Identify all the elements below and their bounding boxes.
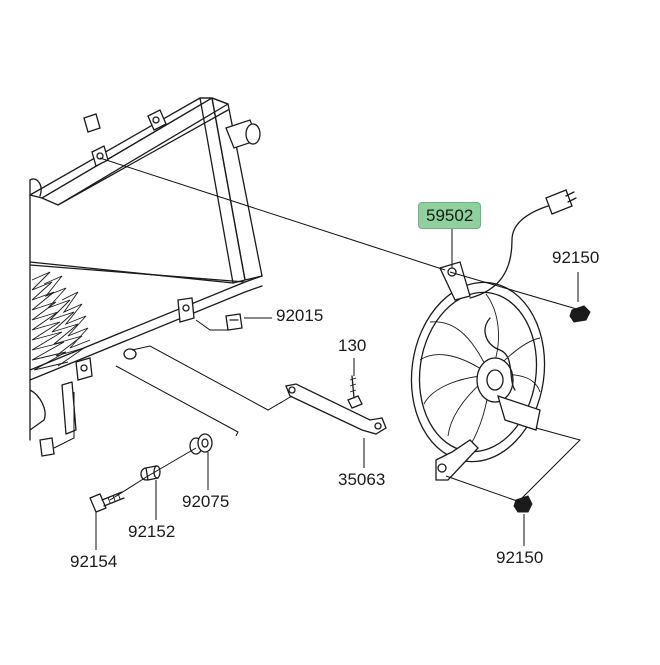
label-collar[interactable]: 92152: [128, 522, 176, 541]
label-bolt-long[interactable]: 92154: [70, 552, 118, 571]
bolt-130: [347, 375, 363, 409]
radiator-fins: [31, 271, 91, 371]
clip-92015: [225, 313, 243, 331]
label-bolt-130[interactable]: 130: [338, 336, 367, 355]
label-clip-radiator[interactable]: 92015: [276, 306, 324, 325]
label-nut-lower[interactable]: 92150: [496, 548, 544, 567]
bolt-92154: [89, 491, 125, 513]
leader-lines: [53, 157, 581, 550]
label-fan-assembly[interactable]: 59502: [418, 202, 482, 229]
fan-assembly: [410, 189, 577, 481]
radiator: [29, 97, 263, 457]
nut-upper: [569, 305, 591, 323]
label-bracket[interactable]: 35063: [338, 470, 386, 489]
bracket: [285, 383, 387, 435]
label-nut-upper[interactable]: 92150: [552, 248, 600, 267]
nut-lower: [513, 495, 533, 513]
grommet-92075: [189, 433, 213, 455]
collar-92152: [140, 465, 161, 481]
label-grommet[interactable]: 92075: [182, 492, 230, 511]
